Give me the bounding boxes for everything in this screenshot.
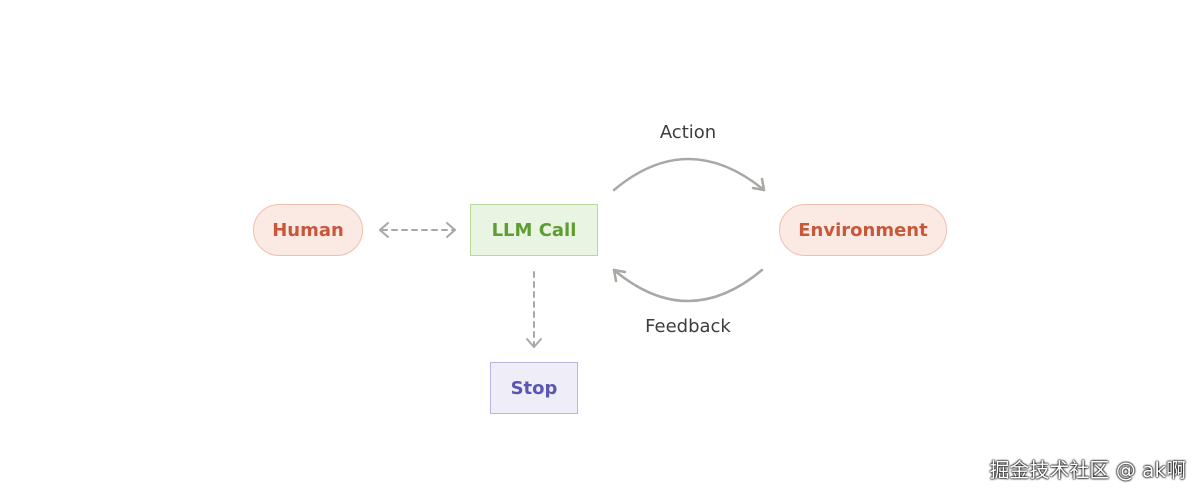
human-llm-double-arrow bbox=[379, 222, 456, 238]
human-node-label: Human bbox=[272, 219, 344, 241]
llm-call-node-label: LLM Call bbox=[491, 219, 577, 241]
watermark-text: 掘金技术社区 @ ak啊 bbox=[989, 458, 1186, 482]
llm-stop-arrow bbox=[526, 271, 542, 348]
environment-node: Environment bbox=[779, 204, 947, 256]
stop-node: Stop bbox=[490, 362, 578, 414]
feedback-label: Feedback bbox=[645, 316, 731, 337]
environment-node-label: Environment bbox=[798, 219, 928, 241]
action-label: Action bbox=[659, 122, 717, 143]
human-node: Human bbox=[253, 204, 363, 256]
llm-call-node: LLM Call bbox=[470, 204, 598, 256]
action-arrow bbox=[612, 157, 766, 192]
stop-node-label: Stop bbox=[510, 377, 558, 399]
feedback-arrow bbox=[612, 268, 764, 303]
